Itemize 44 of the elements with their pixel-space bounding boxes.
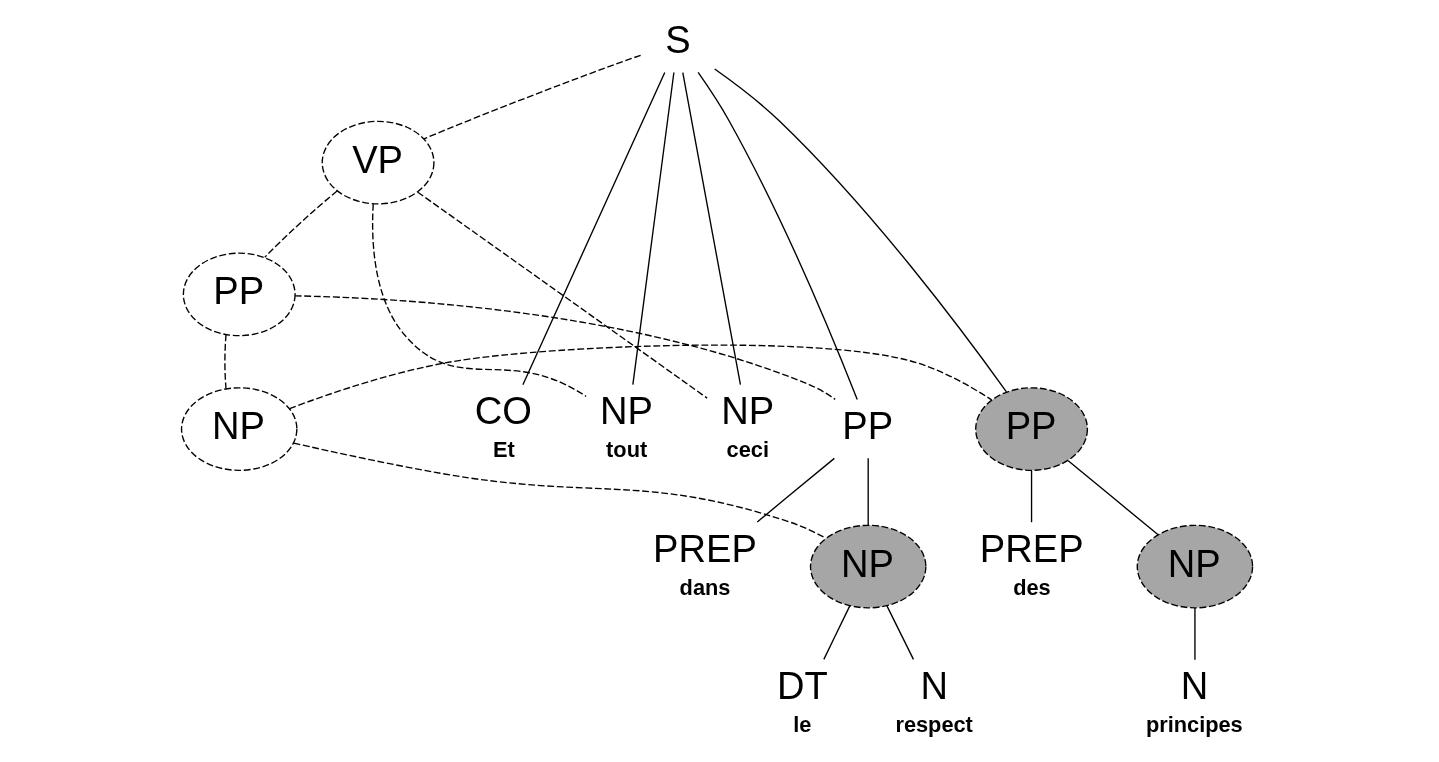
node-ellipse: PP [182,252,296,337]
node-text: PREP [979,527,1084,570]
connector [1067,460,1159,536]
node-label: tout [606,437,648,463]
node-text: S [665,19,691,62]
node-label: principes [1145,712,1243,738]
node-text: CO [474,390,532,433]
node-ellipse: NP [180,387,298,471]
node-label: ceci [726,437,769,463]
connector [714,68,1008,393]
node-text: DT [776,665,828,708]
connector [823,605,851,661]
connector [224,334,227,390]
node-text: NP [599,390,653,433]
connector [756,457,835,523]
node-ellipse: NP [1136,524,1254,609]
node-ellipse: VP [321,120,435,205]
node-text: N [1180,665,1209,708]
node-label: des [1013,574,1051,600]
connector [293,442,827,539]
connector [867,457,869,526]
node-label: Et [493,437,515,463]
connector [417,191,708,399]
connector [371,203,587,398]
connector [522,71,666,386]
connector [886,605,915,661]
connector [1030,469,1033,523]
node-ellipse: NP [809,524,927,609]
connector [632,71,675,386]
node-label: le [793,712,812,738]
node-label: respect [895,712,973,738]
connector [294,295,836,401]
node-text: NP [721,390,775,433]
connector [288,344,993,410]
node-text: PREP [653,527,757,570]
node-text: N [920,665,949,708]
node-text: PP [842,405,894,448]
connector [1194,607,1196,661]
node-label: dans [679,574,731,600]
node-ellipse: PP [975,387,1089,471]
connector [682,71,742,386]
connector [423,54,642,140]
connector [697,71,858,401]
connector [264,190,338,258]
